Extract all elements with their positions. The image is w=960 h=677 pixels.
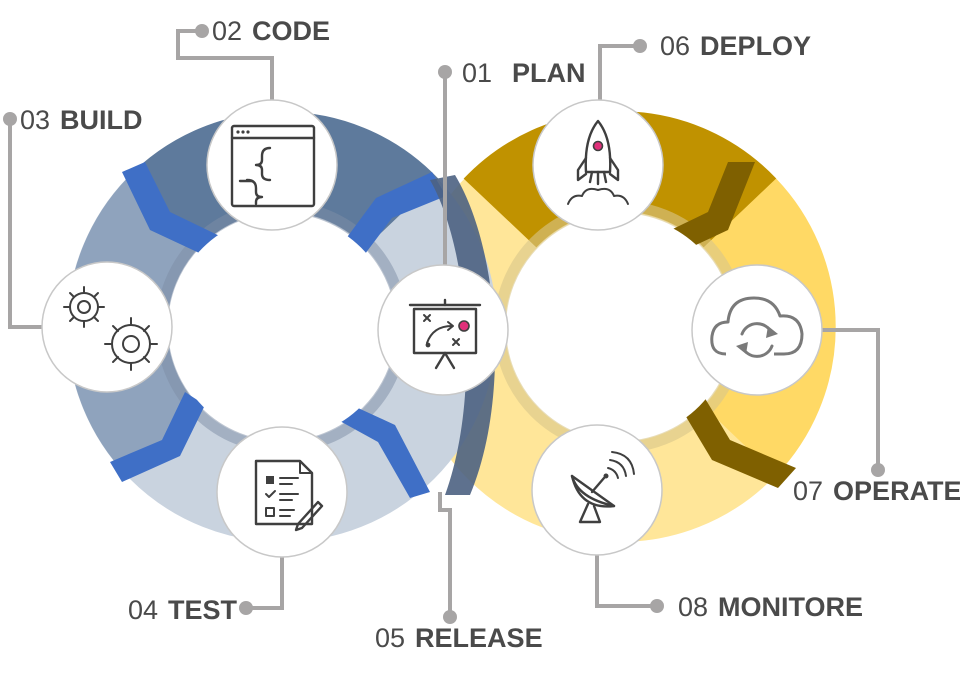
connector-dot-code — [195, 24, 209, 38]
label-code: 02 CODE — [212, 16, 330, 46]
code-window-icon — [230, 124, 316, 208]
left-loop-hole — [170, 215, 394, 439]
label-build: 03 BUILD — [20, 105, 143, 135]
connector-dot-release — [443, 610, 457, 624]
node-test — [216, 426, 348, 558]
label-operate: 07 OPERATE — [793, 476, 960, 506]
left-chevron-right-top — [345, 172, 446, 258]
connector-code — [176, 29, 274, 103]
connector-dot-deploy — [633, 39, 647, 53]
connector-dot-build — [3, 112, 17, 126]
node-operate — [691, 264, 823, 396]
label-deploy: 06 DEPLOY — [660, 31, 811, 61]
connector-dot-monitore — [650, 599, 664, 613]
label-monitore: 08 MONITORE — [678, 592, 863, 622]
node-plan — [377, 264, 509, 396]
node-code — [206, 99, 338, 231]
left-chevron-right-bottom — [338, 402, 430, 498]
right-loop-hole — [508, 215, 732, 439]
whiteboard-strategy-icon — [408, 298, 482, 370]
right-chevron-bottom — [676, 390, 796, 488]
cloud-sync-icon — [710, 296, 804, 358]
node-build — [41, 261, 173, 393]
loop-crossing — [430, 175, 496, 495]
connectors — [3, 24, 885, 624]
checklist-pencil-icon — [254, 459, 324, 532]
connector-build — [8, 119, 45, 329]
connector-dot-test — [239, 601, 253, 615]
stage-labels: 02 CODE 03 BUILD 01 PLAN 06 DEPLOY 07 OP… — [20, 16, 960, 653]
label-release: 05 RELEASE — [375, 623, 543, 653]
connector-test — [246, 555, 284, 610]
node-deploy — [532, 99, 664, 231]
satellite-dish-icon — [570, 451, 635, 524]
gears-icon — [63, 286, 158, 371]
connector-dot-operate — [871, 463, 885, 477]
connector-deploy — [598, 44, 640, 102]
label-test: 04 TEST — [128, 595, 238, 625]
connector-monitore — [595, 553, 657, 608]
connector-operate — [822, 328, 880, 470]
node-monitore — [531, 424, 663, 556]
left-chevron-top — [122, 162, 228, 258]
label-plan: 01 PLAN — [462, 58, 586, 88]
connector-dot-plan — [438, 65, 452, 79]
left-chevron-bottom — [110, 392, 205, 482]
connector-release — [438, 492, 452, 617]
rocket-icon — [567, 119, 629, 205]
